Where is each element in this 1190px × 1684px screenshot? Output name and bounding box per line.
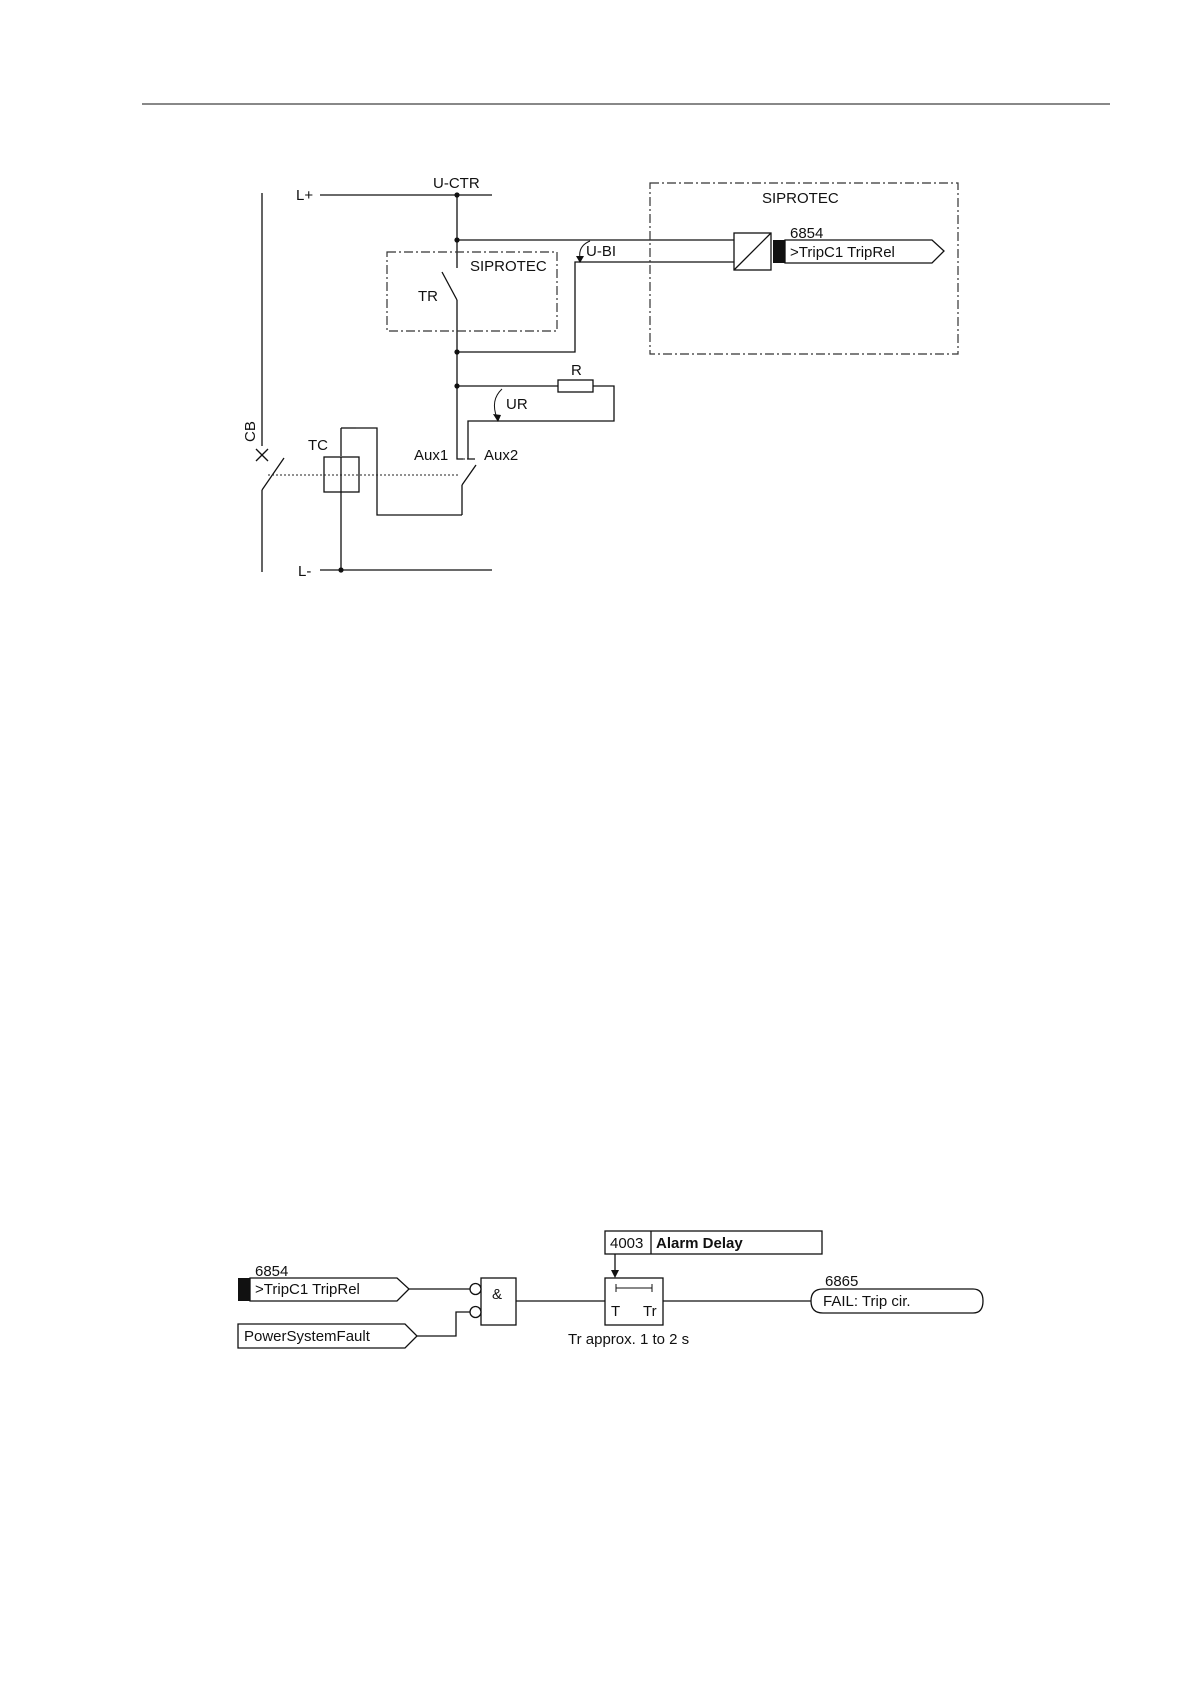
signal-marker — [238, 1278, 250, 1301]
wire — [417, 1312, 470, 1336]
negation-circle — [470, 1284, 481, 1295]
output-number: 6865 — [825, 1273, 858, 1290]
timer-t: T — [611, 1303, 620, 1320]
converter-diagonal — [734, 233, 771, 270]
ur-label: UR — [506, 396, 528, 413]
aux2-label: Aux2 — [484, 447, 518, 464]
aux2-contact-blade — [462, 465, 476, 485]
parameter-label: Alarm Delay — [656, 1235, 743, 1252]
binary-input-wire-return — [457, 262, 734, 352]
input2-label: PowerSystemFault — [244, 1328, 371, 1345]
tr-contact — [442, 272, 457, 300]
input1-number: 6854 — [255, 1263, 288, 1280]
u-bi-label: U-BI — [586, 243, 616, 260]
siprotec-outer-label: SIPROTEC — [762, 190, 839, 207]
siprotec-outer-box — [650, 183, 958, 354]
signal-marker — [773, 240, 785, 263]
trip-coil-loop — [356, 428, 462, 515]
parameter-number: 4003 — [610, 1235, 643, 1252]
aux1-label: Aux1 — [414, 447, 448, 464]
resistor-r-label: R — [571, 362, 582, 379]
u-ctr-label: U-CTR — [433, 175, 480, 192]
tr-label: TR — [418, 288, 438, 305]
l-plus-label: L+ — [296, 187, 313, 204]
cb-label: CB — [242, 421, 259, 442]
tc-label: TC — [308, 437, 328, 454]
input1-label: >TripC1 TripRel — [255, 1281, 360, 1298]
ur-arc — [494, 389, 502, 418]
aux1-contact — [457, 453, 463, 459]
and-gate-symbol: & — [492, 1286, 502, 1303]
parameter-arrow — [611, 1270, 619, 1278]
binary-input-signal-label: >TripC1 TripRel — [790, 244, 895, 261]
timer-note: Tr approx. 1 to 2 s — [568, 1331, 689, 1348]
aux2-contact-top — [468, 453, 475, 459]
output-label: FAIL: Trip cir. — [823, 1293, 911, 1310]
binary-input-number: 6854 — [790, 225, 823, 242]
timer-tr: Tr — [643, 1303, 657, 1320]
resistor-return-wire — [468, 386, 614, 453]
siprotec-inner-label: SIPROTEC — [470, 258, 547, 275]
resistor-r — [558, 380, 593, 392]
negation-circle — [470, 1307, 481, 1318]
cb-contact — [262, 458, 284, 490]
trip-circuit-logic-diagram: 6854 >TripC1 TripRel PowerSystemFault & … — [238, 1231, 983, 1348]
l-minus-label: L- — [298, 563, 311, 580]
trip-circuit-diagram: L+ U-CTR L- TR SIPROTEC U-BI SIPROTEC — [242, 175, 958, 580]
